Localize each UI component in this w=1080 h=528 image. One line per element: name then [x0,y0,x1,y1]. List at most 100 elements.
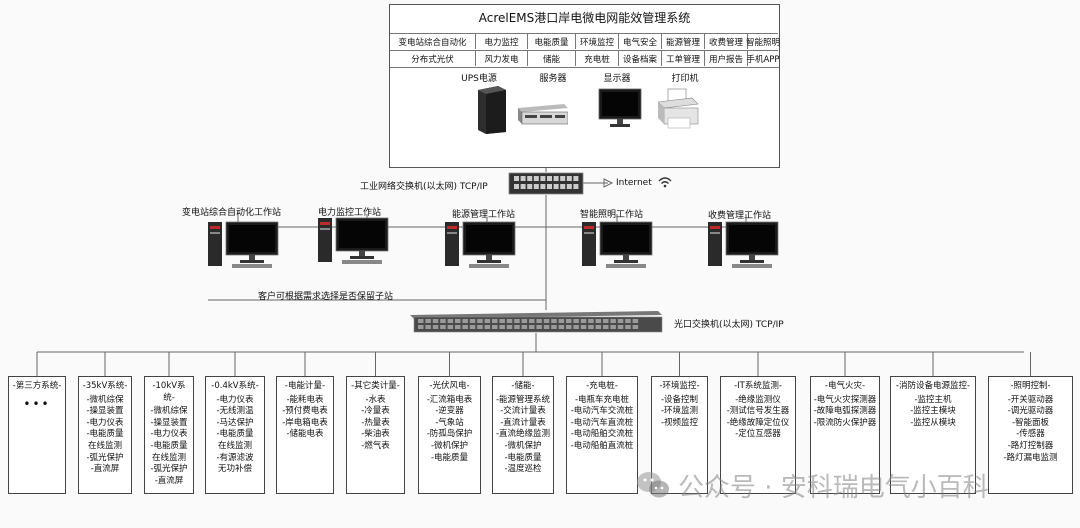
optical-port [432,325,439,329]
optical-port [617,319,624,323]
subsystem-item: 在线监测 [87,440,122,451]
optical-port [573,319,579,323]
optical-port [469,325,476,329]
optical-port [617,325,624,329]
subsystem-item: -绝缘监测仪 [735,394,781,405]
subsystem-box-6: -光伏风电--汇流箱电表-逆变器-气象站-防孤岛保护-微机保护-电能质量 [418,376,481,494]
switch-port [566,176,572,181]
module-modules_row2-3: 充电桩 [576,50,619,66]
subsystem-item: -电能质量 [86,429,124,440]
subsystem-title: -第三方系统- [12,381,62,391]
optical-port [506,325,513,329]
optical-port [462,319,468,323]
subsystem-item: -电力仪表 [150,429,188,440]
workstation-label-1: 电力监控工作站 [318,208,382,218]
optical-port [588,325,594,329]
optical-port [536,319,542,323]
optical-port [536,325,542,329]
optical-port [455,325,461,329]
module-modules_row1-1: 电力监控 [476,33,528,49]
subsystem-item: -防孤岛保护 [426,429,473,440]
workstation-computer-icon [318,217,389,264]
module-modules_row2-1: 风力发电 [476,50,528,66]
subsystem-item: -操显装置 [86,406,124,417]
optical-port [521,325,528,329]
optical-port [632,319,639,323]
subsystem-item: -监控主机 [914,394,952,405]
subsystem-box-13: -照明控制--开关驱动器-调光驱动器-智能面板-传感器-路灯控制器-路灯漏电监测 [988,376,1073,494]
optical-port [514,325,520,329]
subsystem-item: -电气火灾探测器 [813,394,877,405]
optical-port [558,325,565,329]
optical-port [595,325,602,329]
optical-port [469,319,476,323]
module-modules_row1-6: 收费管理 [705,33,748,49]
subsystem-title: -照明控制- [1010,381,1051,391]
ups-icon [478,86,506,134]
subsystem-item: -电动汽车交流桩 [570,406,634,417]
switch-port [520,176,526,181]
subsystem-box-2: -10kV系统--微机综保-操显装置-电力仪表-电能质量在线监测-弧光保护-直流… [144,376,194,494]
optical-port [580,325,587,329]
module-modules_row2-7: 手机APP [746,50,780,66]
subsystem-box-5: -其它类计量--水表-冷量表-热量表-柴油表-燃气表 [346,376,405,494]
subsystem-item: -智能面板 [1011,417,1050,428]
server-icon [518,104,568,125]
optical-port [625,325,631,329]
subsystem-item: -汇流箱电表 [426,394,473,405]
workstation-computer-icon [208,221,279,268]
optical-port [455,319,461,323]
module-modules_row1-2: 电能质量 [528,33,576,49]
optical-port [477,325,483,329]
subsystem-item: -电能质量 [216,429,254,440]
switch-port [520,184,526,189]
optical-port [580,319,587,323]
subsystem-item: -操显装置 [150,417,188,428]
subsystem-item: ••• [23,396,51,411]
substation-note: 客户可根据需求选择是否保留子站 [258,292,394,302]
subsystem-title: -消防设备电源监控- [895,381,971,391]
workstation-label-0: 变电站综合自动化工作站 [182,208,282,218]
optical-port [447,319,454,323]
optical-port [558,319,565,323]
optical-port [447,325,454,329]
monitor-label: 显示器 [603,74,631,84]
subsystem-item: -电动汽车直流桩 [570,417,634,428]
wechat-icon [637,472,669,498]
subsystem-title: -电能计量- [284,381,326,391]
subsystem-item: -电力仪表 [216,394,254,405]
subsystem-item: -限流防火保护器 [813,417,877,428]
switch-port [547,176,552,181]
optical-port [425,325,431,329]
subsystem-item: -直流计量表 [500,417,546,428]
ups-label: UPS电源 [461,74,497,84]
subsystem-title: -35kV系统- [82,381,128,391]
workstation-computer-icon [708,221,779,268]
switch-port [533,176,539,181]
subsystem-item: -水表 [365,394,386,405]
subsystem-item: -无线测温 [216,406,254,417]
optical-port [492,325,498,329]
subsystem-item: -微机保护 [430,440,469,451]
subsystem-item: -弧光保护 [86,452,124,463]
switch-port [527,176,533,181]
module-row-2: 分布式光伏风力发电储能充电桩设备档案工单管理用户报告手机APP [390,50,780,66]
optical-port [566,325,572,329]
subsystem-item: -逆变器 [435,406,464,417]
subsystem-item: -微机综保 [150,406,188,417]
optical-port [551,325,557,329]
subsystem-item: -交流计量表 [500,406,546,417]
optical-port [632,325,639,329]
subsystem-item: -直流绝缘监测 [495,429,551,440]
subsystem-item: -电动船舶交流桩 [570,429,634,440]
subsystem-item: -电能质量 [504,452,542,463]
workstation-label-4: 收费管理工作站 [708,211,772,221]
switch-port [547,184,552,189]
subsystem-item: -电动船舶直流桩 [570,440,634,451]
subsystem-item: -岸电箱电表 [282,417,328,428]
system-box: AcrelEMS港口岸电微电网能效管理系统 变电站综合自动化电力监控电能质量环境… [389,4,780,168]
subsystem-item: -环境监测 [660,406,699,417]
optical-port [462,325,468,329]
module-row-1: 变电站综合自动化电力监控电能质量环境监控电气安全能源管理收费管理智能照明 [390,33,780,49]
subsystem-item: -电瓶车充电桩 [574,394,630,405]
